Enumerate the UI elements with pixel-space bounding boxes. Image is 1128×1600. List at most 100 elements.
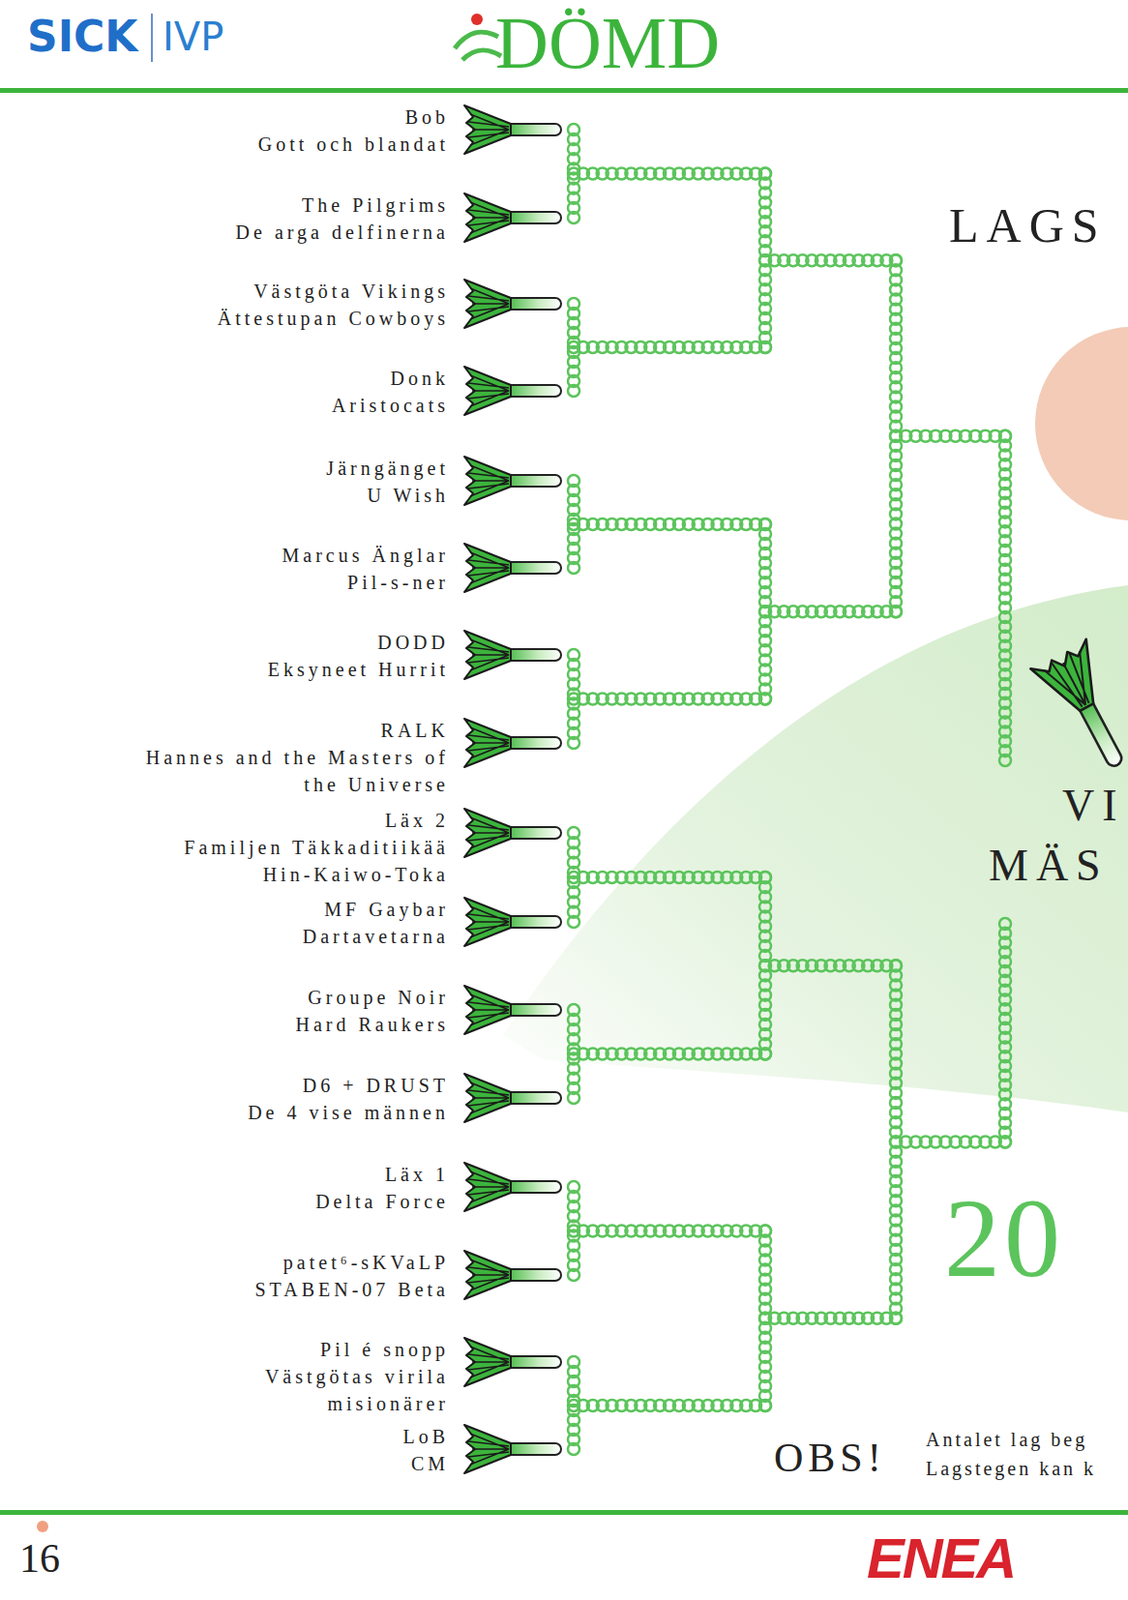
chain-link [567, 385, 580, 397]
note-text: Antalet lag beg [925, 1429, 1088, 1450]
heading-text: VI [1062, 783, 1126, 829]
team-name: LoB [402, 1423, 449, 1451]
team-pair: BobGott och blandat [258, 103, 449, 158]
team-name: Gott och blandat [258, 130, 449, 158]
team-name: Dartavetarna [302, 922, 449, 950]
leek-icon [464, 1162, 562, 1212]
team-name: Västgötas virila misionärer [216, 1363, 449, 1418]
team-name: CM [402, 1450, 449, 1478]
team-pair: RALKHannes and the Masters of the Univer… [139, 716, 449, 799]
header-rule [0, 88, 1128, 93]
year-text: 20 [944, 1182, 1065, 1295]
team-name: STABEN-07 Beta [255, 1276, 450, 1304]
team-pair: The PilgrimsDe arga delfinerna [236, 191, 449, 246]
team-name: Västgöta Vikings [217, 277, 449, 305]
trophy-leek [1030, 639, 1128, 780]
team-pair: Pil é snoppVästgötas virila misionärer [216, 1335, 449, 1418]
chain-link [999, 1136, 1011, 1149]
team-name: RALK [139, 716, 449, 744]
team-name: Pil é snopp [216, 1335, 449, 1364]
runner-head [471, 13, 483, 26]
team-pair: MF GaybarDartavetarna [302, 895, 449, 950]
heading-text: MÄS [988, 843, 1109, 889]
page-runner-head [36, 1520, 49, 1533]
team-pair: Västgöta VikingsÄttestupan Cowboys [217, 277, 449, 332]
leek-icon [464, 193, 562, 242]
team-name: MF Gaybar [302, 895, 449, 923]
logo-divider [150, 13, 153, 62]
chain-link [567, 1443, 580, 1455]
logo-text: IVP [162, 17, 224, 57]
chain-link [759, 1399, 772, 1412]
leek-icon [464, 1337, 562, 1387]
sponsor-logo: ENEA [866, 1530, 1015, 1587]
team-pair: DonkAristocats [331, 364, 449, 419]
chain-link [567, 211, 580, 224]
footer-rule [0, 1510, 1128, 1515]
team-name: Läx 1 [315, 1160, 449, 1188]
note-heading: OBS! [773, 1437, 887, 1479]
note-text: Lagstegen kan k [925, 1458, 1097, 1479]
chain-link [567, 1092, 580, 1104]
chain-link [567, 916, 580, 928]
heading-text: LAGS [949, 201, 1107, 250]
team-name: Eksyneet Hurrit [267, 655, 449, 683]
team-pair: D6 + DRUSTDe 4 vise männen [247, 1071, 449, 1127]
team-name: U Wish [326, 481, 449, 509]
leek-icon [464, 897, 562, 947]
team-pair: LoBCM [402, 1423, 449, 1478]
team-name: Läx 2 [139, 806, 449, 834]
chain-link [890, 605, 902, 618]
leek-icon [464, 543, 562, 593]
team-name: DODD [267, 628, 449, 656]
leek-icon [464, 630, 562, 680]
page-number: 16 [19, 1538, 60, 1579]
team-name: De arga delfinerna [236, 218, 449, 246]
team-name: Delta Force [315, 1187, 449, 1216]
chain-link [999, 754, 1011, 767]
team-name: Familjen Täkkaditiikää Hin-Kaiwo-Toka [139, 833, 449, 889]
leek-icon [464, 456, 562, 505]
team-name: patet⁶-sKVaLP [255, 1248, 450, 1277]
leek-icon [464, 279, 562, 328]
runner-icon [454, 31, 502, 60]
team-name: Pil-s-ner [281, 568, 449, 596]
team-pair: patet⁶-sKVaLPSTABEN-07 Beta [255, 1248, 450, 1304]
logo-text: SICK [27, 15, 138, 59]
team-name: D6 + DRUST [247, 1071, 449, 1099]
team-name: Groupe Noir [295, 983, 449, 1011]
team-pair: Groupe NoirHard Raukers [295, 983, 449, 1039]
leek-icon [464, 366, 562, 416]
green-swoosh [503, 585, 1128, 1113]
team-pair: JärngängetU Wish [326, 454, 449, 509]
leek-icon [464, 1073, 562, 1123]
team-name: Bob [258, 103, 449, 131]
team-name: Marcus Änglar [281, 541, 449, 569]
leek-icon [464, 718, 562, 768]
peach-circle [1035, 326, 1128, 521]
team-name: De 4 vise männen [247, 1098, 449, 1127]
chain-link [759, 341, 772, 354]
team-name: The Pilgrims [236, 191, 449, 219]
leek-icon [464, 105, 562, 154]
team-pair: Läx 1Delta Force [315, 1160, 449, 1216]
chain-link [567, 1269, 580, 1281]
leek-icon [464, 808, 562, 858]
leek-icon [464, 1424, 562, 1474]
team-pair: Läx 2Familjen Täkkaditiikää Hin-Kaiwo-To… [139, 806, 449, 889]
team-name: Aristocats [331, 391, 449, 419]
chain-link [890, 1312, 902, 1325]
team-name: Donk [331, 364, 449, 392]
chain-link [567, 562, 580, 574]
chain-link [567, 737, 580, 749]
title: DÖMD [495, 5, 720, 80]
leek-icon [464, 985, 562, 1035]
team-name: Hard Raukers [295, 1010, 449, 1039]
team-pair: DODDEksyneet Hurrit [267, 628, 449, 683]
chain-link [759, 693, 772, 706]
chain-link [759, 1048, 772, 1061]
team-name: Hannes and the Masters of the Universe [139, 743, 449, 799]
team-name: Ättestupan Cowboys [217, 304, 449, 332]
team-name: Järngänget [326, 454, 449, 482]
leek-icon [464, 1250, 562, 1300]
